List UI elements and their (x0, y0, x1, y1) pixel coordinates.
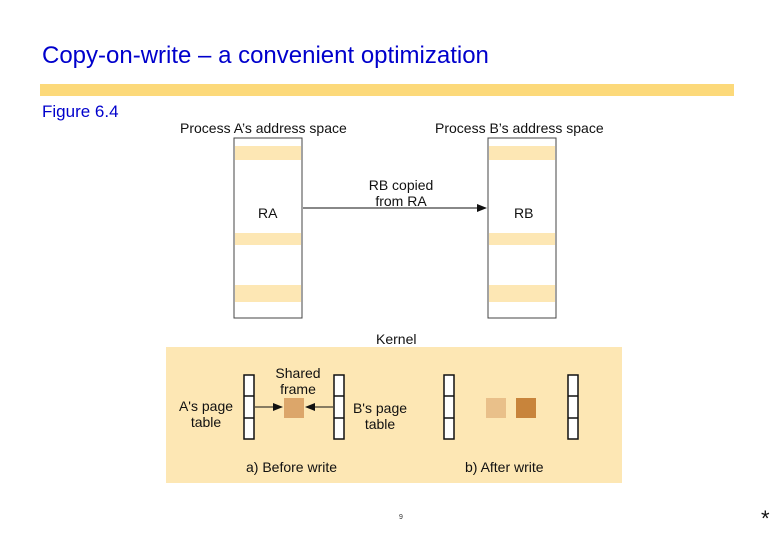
before-write-label: a) Before write (246, 459, 338, 475)
after-write-group (443, 374, 579, 440)
before-write-group (243, 374, 345, 440)
kernel-region (166, 347, 622, 483)
a-page-table (243, 374, 255, 440)
process-a-region-2 (235, 233, 301, 245)
b-page-table-line1: B's page (352, 400, 408, 416)
shared-frame-line1: Shared (275, 365, 321, 381)
corner-asterisk: * (761, 506, 770, 531)
process-a-label: Process A’s address space (180, 120, 347, 136)
b-page-table-label: B's page table (344, 400, 416, 432)
copied-frame (516, 398, 536, 418)
title-underline-band (40, 84, 734, 96)
kernel-label: Kernel (376, 331, 417, 347)
shared-frame-label: Shared frame (266, 365, 330, 397)
after-b-page-table (567, 374, 579, 440)
ra-label: RA (258, 205, 278, 221)
copy-label: RB copied from RA (358, 177, 444, 209)
process-b-region-2 (489, 233, 555, 245)
original-frame (486, 398, 506, 418)
process-a-region-3 (235, 285, 301, 302)
slide-title: Copy-on-write – a convenient optimizatio… (42, 42, 489, 69)
shared-frame (284, 398, 304, 418)
a-page-table-label: A's page table (170, 398, 242, 430)
process-a-address-space (233, 137, 303, 319)
process-b-region-3 (489, 285, 555, 302)
shared-frame-line2: frame (280, 381, 316, 397)
a-page-table-line1: A's page (178, 398, 234, 414)
copy-label-line1: RB copied (368, 177, 434, 193)
after-a-page-table (443, 374, 455, 440)
after-write-label: b) After write (465, 459, 544, 475)
process-b-region-1 (489, 146, 555, 160)
a-page-table-line2: table (190, 414, 222, 430)
figure-label: Figure 6.4 (42, 102, 119, 121)
page-number: 9 (399, 514, 403, 521)
b-page-table (333, 374, 345, 440)
process-b-label: Process B’s address space (435, 120, 604, 136)
copy-label-line2: from RA (375, 193, 427, 209)
rb-label: RB (514, 205, 534, 221)
process-b-address-space (487, 137, 557, 319)
process-a-region-1 (235, 146, 301, 160)
b-page-table-line2: table (364, 416, 396, 432)
